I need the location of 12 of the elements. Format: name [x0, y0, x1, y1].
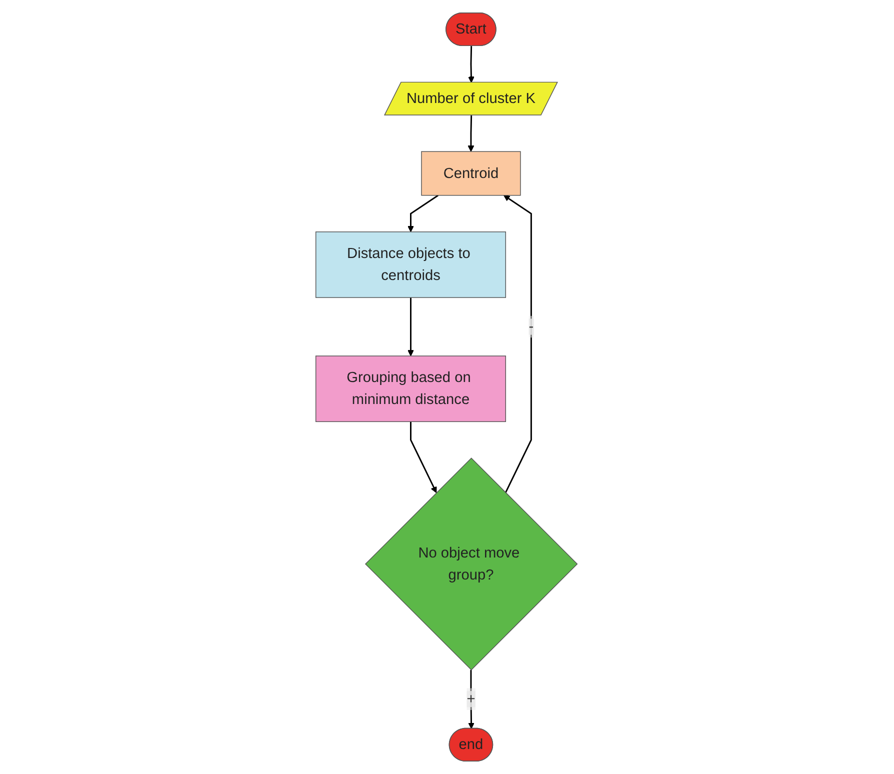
arrow: [410, 422, 438, 494]
edge-label: -: [529, 318, 534, 335]
node-box: Grouping based on minimum distance: [316, 356, 506, 422]
arrow: [468, 115, 475, 152]
node-box: Centroid: [422, 151, 522, 196]
arrow: [504, 195, 532, 494]
node-diamond: No object move group?: [365, 458, 578, 670]
node-box: Distance objects to centroids: [316, 232, 506, 298]
arrow: [408, 194, 439, 232]
arrow: [408, 298, 414, 356]
edge-label: +: [467, 691, 476, 708]
arrow: [468, 46, 475, 83]
